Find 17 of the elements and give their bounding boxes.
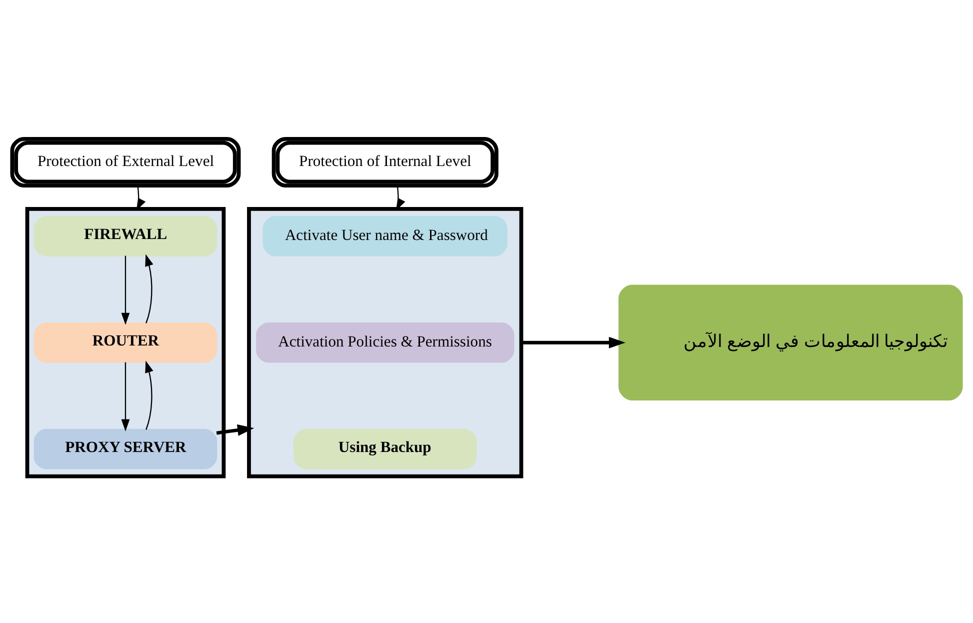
arrow	[145, 254, 154, 324]
node-box: PROXY SERVER	[34, 428, 218, 470]
arrow	[121, 256, 130, 325]
node-box: Activation Policies & Permissions	[256, 322, 514, 363]
node-box: ROUTER	[34, 322, 218, 363]
arrow	[121, 362, 130, 432]
arrow	[521, 336, 626, 348]
node-box: Using Backup	[293, 428, 477, 470]
node-box: Protection of External Level	[10, 136, 241, 188]
arrow	[145, 360, 154, 430]
node-box: Protection of Internal Level	[272, 136, 498, 188]
node-box: FIREWALL	[34, 216, 218, 256]
cluster	[25, 206, 226, 478]
cluster	[247, 206, 524, 478]
node-box: تكنولوجيا المعلومات في الوضع الآمن	[618, 284, 963, 400]
arrow	[216, 424, 254, 436]
node-box: Activate User name & Password	[262, 216, 508, 256]
